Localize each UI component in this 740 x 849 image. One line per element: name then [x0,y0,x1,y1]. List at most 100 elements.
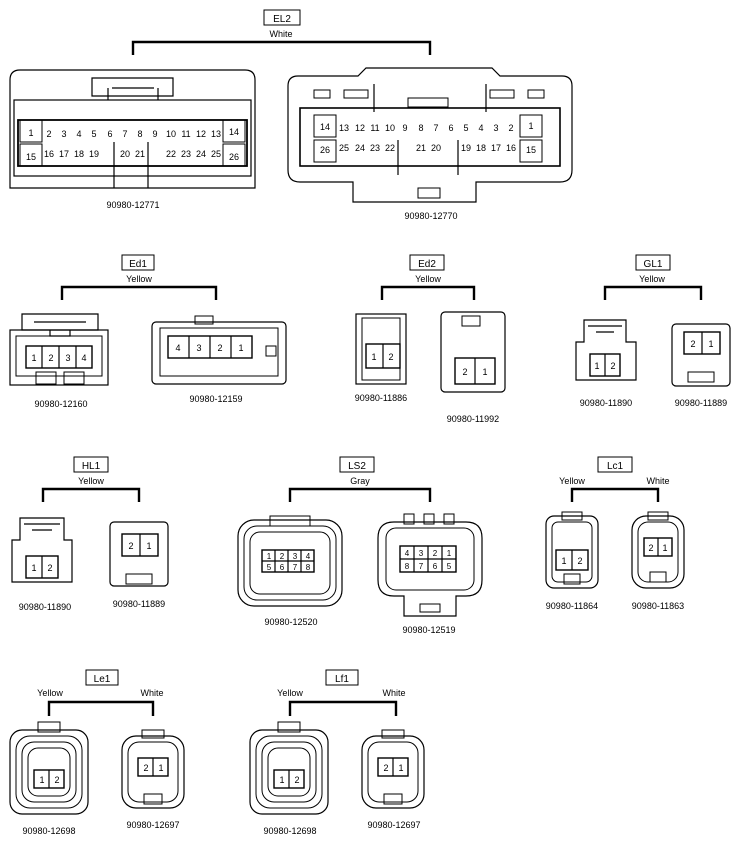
group-el2: EL2 White 1 2 3 4 5 6 7 8 9 [9,9,573,221]
pin-label: 3 [196,343,201,353]
pin-label: 1 [31,563,36,573]
group-ed1: Ed1 Yellow 1 2 3 4 90980-12160 4 3 [9,254,287,409]
pin-label: 23 [181,149,191,159]
group-tag-box [325,669,359,686]
wire-color: Yellow [415,274,441,284]
pin-label: 9 [402,123,407,133]
pin-label: 8 [405,562,410,571]
part-number: 90980-11889 [675,398,727,408]
pin-label: 8 [418,123,423,133]
pin-label: 1 [482,367,487,377]
group-tag: LS2 [348,461,366,472]
pin-label: 7 [433,123,438,133]
pin-label: 2 [128,541,133,551]
pin-label: 2 [388,352,393,362]
pin-label: 4 [81,353,86,363]
pin-label: 1 [31,353,36,363]
pin-label: 12 [355,123,365,133]
pin-label: 18 [74,149,84,159]
pin-label: 10 [385,123,395,133]
pin-label: 24 [196,149,206,159]
group-le1: Le1 Yellow White 1 2 90980-12698 2 1 909… [9,669,185,836]
pin-label: 2 [433,549,438,558]
part-number: 90980-11890 [580,398,632,408]
pin-label: 13 [211,129,221,139]
group-tag-box [339,456,375,473]
part-number: 90980-12520 [264,617,317,627]
pin-label: 1 [28,128,33,138]
pin-label: 23 [370,143,380,153]
pin-label: 21 [135,149,145,159]
pin-label: 2 [462,367,467,377]
pin-label: 22 [166,149,176,159]
pin-label: 3 [65,353,70,363]
wire-color: Yellow [78,476,104,486]
group-tag: HL1 [82,461,101,472]
connector-90980-11890: 1 2 90980-11890 [575,319,637,408]
pin-label: 6 [107,129,112,139]
group-tag: GL1 [644,259,663,270]
pin-label: 25 [211,149,221,159]
wire-color: Gray [350,476,370,486]
pin-label: 3 [419,549,424,558]
pin-label: 1 [267,552,272,561]
pin-label: 6 [280,563,285,572]
pin-label: 21 [416,143,426,153]
pin-label: 4 [175,343,180,353]
part-number: 90980-11863 [632,601,684,611]
group-tag: Le1 [94,674,111,685]
wire-color: White [646,476,669,486]
part-number: 90980-12519 [402,625,455,635]
pin-label: 2 [577,556,582,566]
group-tag: Ed2 [418,259,436,270]
pin-label: 4 [76,129,81,139]
pin-label: 8 [137,129,142,139]
pin-label: 16 [44,149,54,159]
group-gl1: GL1 Yellow 1 2 90980-11890 2 1 90980-118… [575,254,731,408]
pin-label: 14 [320,122,330,132]
part-number: 90980-11992 [447,414,499,424]
connector-90980-12519: 4 3 2 1 8 7 6 5 90980-12519 [377,513,483,635]
connector-90980-11889: 2 1 90980-11889 [671,323,731,408]
group-lc1: Lc1 Yellow White 1 2 90980-11864 2 1 909… [545,456,685,611]
pin-label: 3 [293,552,298,561]
group-tag-box [597,456,633,473]
connector-90980-12698: 1 2 90980-12698 [249,721,329,836]
pin-label: 17 [59,149,69,159]
pin-label: 25 [339,143,349,153]
group-tag-box [263,9,301,26]
pin-label: 26 [320,145,330,155]
pin-label: 7 [122,129,127,139]
wire-color: White [140,688,163,698]
group-lf1: Lf1 Yellow White 1 2 90980-12698 2 1 909… [249,669,425,836]
connector-90980-11890: 1 2 90980-11890 [11,517,73,612]
pin-label: 15 [526,145,536,155]
group-tag-box [73,456,109,473]
pin-label: 1 [398,763,403,773]
group-ed2: Ed2 Yellow 1 2 90980-11886 2 1 90980-119… [355,254,506,424]
pin-label: 8 [306,563,311,572]
connector-90980-12160: 1 2 3 4 90980-12160 [9,313,109,409]
group-tag-box [409,254,445,271]
pin-label: 22 [385,143,395,153]
part-number: 90980-11886 [355,393,407,403]
pin-label: 7 [293,563,298,572]
pin-label: 16 [506,143,516,153]
connector-90980-11992: 2 1 90980-11992 [440,311,506,424]
wire-color: Yellow [126,274,152,284]
group-bracket [131,40,432,55]
pin-label: 6 [433,562,438,571]
pin-label: 12 [196,129,206,139]
pin-label: 2 [48,353,53,363]
part-number: 90980-12771 [106,200,159,210]
part-number: 90980-12697 [367,820,420,830]
wire-color: Yellow [277,688,303,698]
pin-row-top: 1 2 3 4 5 6 7 8 9 10 11 12 13 14 [28,127,239,139]
group-tag-box [121,254,155,271]
wire-color: White [382,688,405,698]
group-bracket [380,285,476,300]
pin-label: 2 [383,763,388,773]
pin-label: 19 [461,143,471,153]
wire-color: Yellow [559,476,585,486]
